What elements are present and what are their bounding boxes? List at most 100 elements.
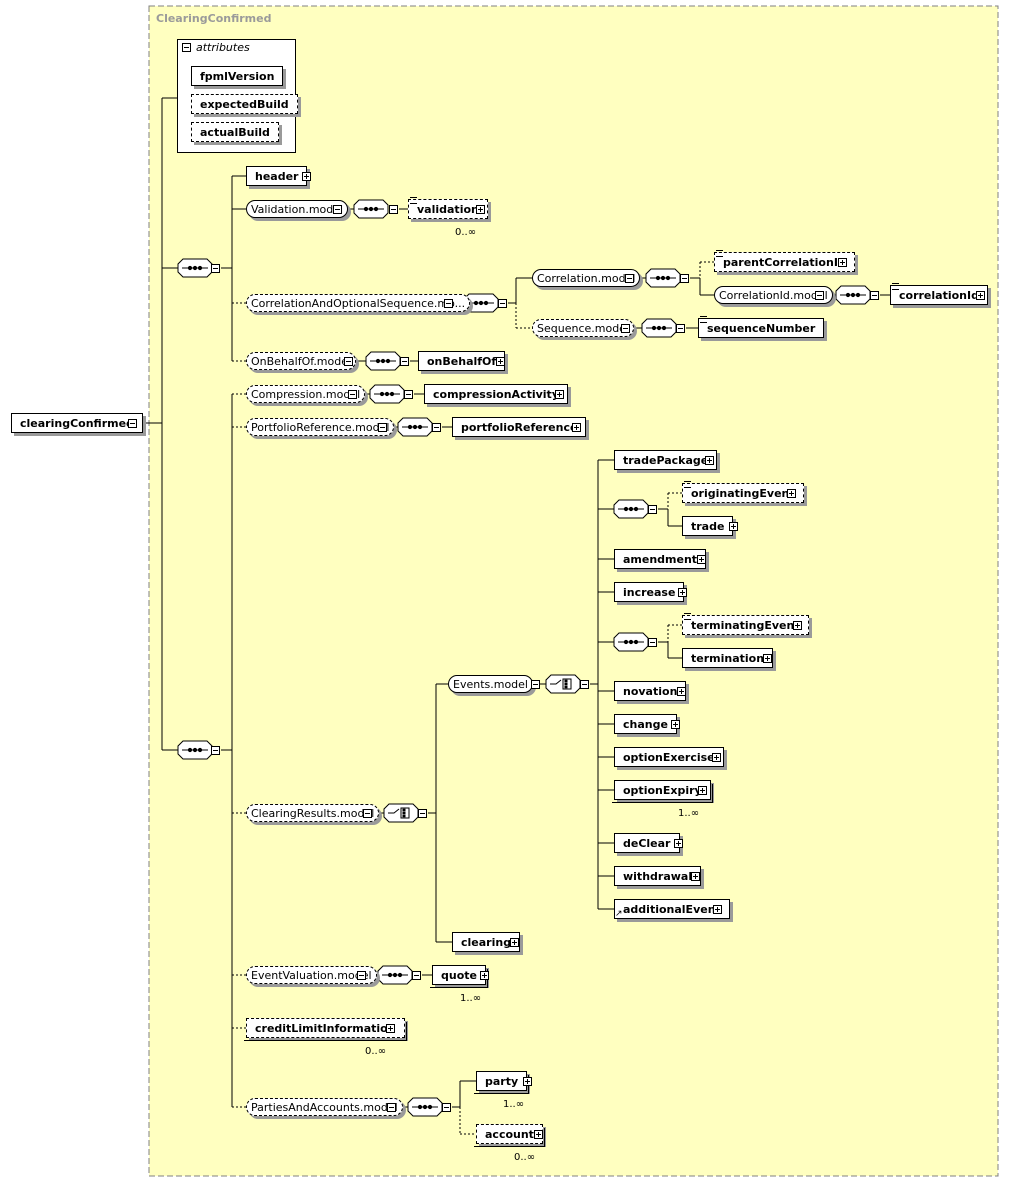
collapse-icon[interactable] [128, 419, 137, 428]
collapse-icon[interactable] [378, 423, 387, 432]
collapse-icon[interactable] [418, 809, 427, 818]
expand-icon[interactable] [763, 654, 772, 663]
expand-icon[interactable] [976, 291, 985, 300]
expand-icon[interactable] [838, 258, 847, 267]
expand-icon[interactable] [476, 205, 485, 214]
expand-icon[interactable] [480, 971, 489, 980]
element-novation[interactable]: novation [614, 681, 687, 701]
collapse-icon[interactable] [387, 1103, 396, 1112]
group-clearingResults-model[interactable]: ClearingResults.model [246, 804, 380, 822]
expand-icon[interactable] [705, 456, 714, 465]
collapse-icon[interactable] [333, 205, 342, 214]
root-element-clearingConfirmed[interactable]: clearingConfirmed [11, 413, 143, 433]
collapse-icon[interactable] [348, 390, 357, 399]
expand-icon[interactable] [729, 522, 738, 531]
collapse-icon[interactable] [432, 423, 441, 432]
element-header[interactable]: header [246, 166, 308, 186]
group-events-model[interactable]: Events.model [448, 675, 533, 693]
expand-icon[interactable] [787, 489, 796, 498]
collapse-icon[interactable] [621, 324, 630, 333]
expand-icon[interactable] [678, 588, 687, 597]
expand-icon[interactable] [712, 753, 721, 762]
collapse-icon[interactable] [676, 324, 685, 333]
element-account[interactable]: account [474, 1124, 545, 1147]
element-validation[interactable]: validation [408, 199, 488, 219]
expand-icon[interactable] [510, 938, 519, 947]
group-correlationId-model[interactable]: CorrelationId.model [714, 286, 833, 304]
expand-icon[interactable] [302, 172, 311, 181]
element-clearing[interactable]: clearing [452, 932, 521, 952]
expand-icon[interactable] [697, 555, 706, 564]
element-optionExpiry[interactable]: optionExpiry [612, 780, 713, 803]
attribute-fpmlVersion[interactable]: fpmlVersion [191, 66, 284, 86]
expand-icon[interactable] [572, 423, 581, 432]
collapse-icon[interactable] [648, 638, 657, 647]
expand-icon[interactable] [793, 621, 802, 630]
collapse-icon[interactable] [363, 809, 372, 818]
expand-icon[interactable] [534, 1130, 543, 1139]
element-deClear[interactable]: deClear [614, 833, 680, 853]
collapse-icon[interactable] [680, 274, 689, 283]
expand-icon[interactable] [698, 786, 707, 795]
attribute-expectedBuild[interactable]: expectedBuild [191, 94, 298, 114]
expand-icon[interactable] [523, 1077, 532, 1086]
expand-icon[interactable] [691, 872, 700, 881]
collapse-icon[interactable] [444, 299, 453, 308]
element-terminatingEvent[interactable]: terminatingEvent [682, 615, 809, 635]
element-termination[interactable]: termination [682, 648, 774, 668]
collapse-icon[interactable] [412, 971, 421, 980]
collapse-icon[interactable] [357, 971, 366, 980]
group-correlation-model[interactable]: Correlation.model [532, 269, 641, 287]
group-correlation-sequence[interactable]: CorrelationAndOptionalSequence.mo... [246, 294, 471, 312]
element-portfolioReference[interactable]: portfolioReference [452, 417, 587, 437]
collapse-icon[interactable] [648, 505, 657, 514]
collapse-icon[interactable] [442, 1103, 451, 1112]
collapse-icon[interactable] [344, 357, 353, 366]
collapse-icon[interactable] [404, 390, 413, 399]
element-additionalEvent[interactable]: additionalEvent [614, 899, 730, 919]
group-sequence-model[interactable]: Sequence.model [532, 319, 635, 337]
expand-icon[interactable] [555, 390, 564, 399]
collapse-icon[interactable] [870, 291, 879, 300]
collapse-icon[interactable] [400, 357, 409, 366]
collapse-icon[interactable] [498, 299, 507, 308]
group-portfolio-model[interactable]: PortfolioReference.model [246, 418, 395, 436]
expand-icon[interactable] [671, 720, 680, 729]
collapse-icon[interactable] [580, 680, 589, 689]
element-sequenceNumber[interactable]: sequenceNumber [698, 318, 825, 338]
element-quote[interactable]: quote [430, 965, 488, 988]
expand-icon[interactable] [674, 839, 683, 848]
collapse-icon[interactable] [211, 746, 220, 755]
collapse-icon[interactable] [211, 264, 220, 273]
expand-icon[interactable] [386, 1024, 395, 1033]
element-parentCorrelationId[interactable]: parentCorrelationId [714, 252, 855, 272]
expand-icon[interactable] [713, 905, 722, 914]
attributes-collapse-icon[interactable] [182, 43, 191, 52]
group-eventValuation-model[interactable]: EventValuation.model [246, 966, 377, 984]
collapse-icon[interactable] [389, 205, 398, 214]
group-onBehalfOf-model[interactable]: OnBehalfOf.model [246, 352, 357, 370]
element-increase[interactable]: increase [614, 582, 685, 602]
collapse-icon[interactable] [815, 291, 824, 300]
element-correlationId[interactable]: correlationId [890, 285, 988, 305]
expand-icon[interactable] [496, 357, 505, 366]
element-creditLimitInformation[interactable]: creditLimitInformation [244, 1018, 407, 1041]
group-validation-model[interactable]: Validation.model [246, 200, 349, 218]
collapse-icon[interactable] [625, 274, 634, 283]
element-originatingEvent[interactable]: originatingEvent [682, 483, 804, 503]
element-optionExercise[interactable]: optionExercise [614, 747, 724, 767]
collapse-icon[interactable] [531, 680, 540, 689]
element-change[interactable]: change [614, 714, 677, 734]
group-compression-model[interactable]: Compression.model [246, 385, 366, 403]
attribute-actualBuild[interactable]: actualBuild [191, 122, 279, 142]
element-tradePackage[interactable]: tradePackage [614, 450, 718, 470]
group-parties-model[interactable]: PartiesAndAccounts.model [246, 1098, 403, 1116]
element-trade[interactable]: trade [682, 516, 734, 536]
element-compressionActivity[interactable]: compressionActivity [424, 384, 568, 404]
element-amendment[interactable]: amendment [614, 549, 707, 569]
element-onBehalfOf[interactable]: onBehalfOf [418, 351, 506, 371]
element-withdrawal[interactable]: withdrawal [614, 866, 702, 886]
element-party[interactable]: party [473, 1071, 530, 1094]
expand-icon[interactable] [677, 687, 686, 696]
